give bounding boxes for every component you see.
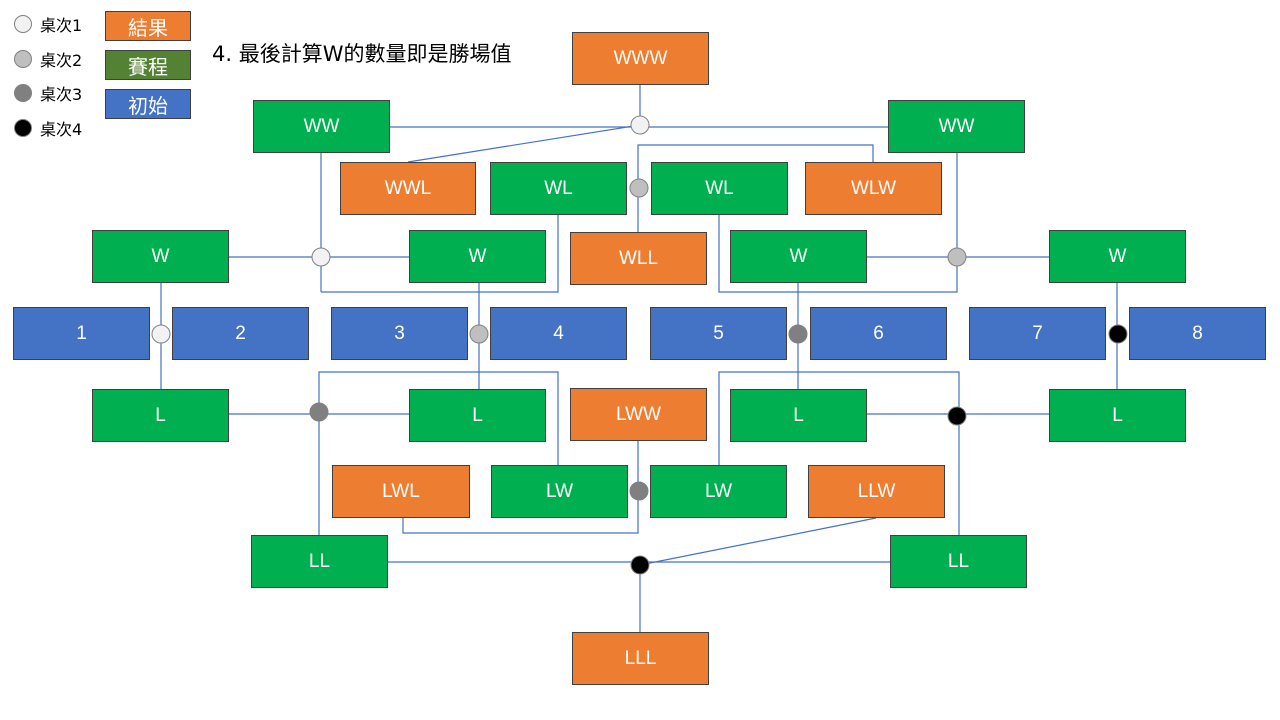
key-result: 結果 (105, 11, 191, 41)
node-ll-right: LL (890, 535, 1027, 588)
node-w-4: W (1049, 230, 1186, 283)
legend-table-2: 桌次2 (14, 47, 82, 71)
node-wll: WLL (570, 232, 707, 285)
node-wl-right: WL (651, 162, 788, 215)
key-initial: 初始 (105, 89, 191, 119)
node-ww-right: WW (888, 100, 1025, 153)
legend-table-4: 桌次4 (14, 116, 82, 140)
node-player-3: 3 (331, 307, 468, 360)
node-w-3: W (730, 230, 867, 283)
circle-icon (14, 119, 32, 137)
legend-label: 桌次4 (40, 120, 83, 139)
node-l-2: L (409, 389, 546, 442)
table-marker (947, 247, 967, 267)
node-l-4: L (1049, 389, 1186, 442)
node-player-5: 5 (650, 307, 787, 360)
node-lwl: LWL (332, 465, 470, 518)
node-wwl: WWL (340, 162, 476, 215)
note-text: 4. 最後計算W的數量即是勝場值 (212, 42, 512, 66)
node-wl-left: WL (490, 162, 627, 215)
circle-icon (14, 84, 32, 102)
node-player-6: 6 (810, 307, 947, 360)
node-lw-right: LW (650, 465, 787, 518)
node-player-2: 2 (172, 307, 309, 360)
table-marker (629, 481, 649, 501)
node-l-3: L (730, 389, 867, 442)
node-lww: LWW (570, 388, 707, 441)
node-l-1: L (92, 389, 229, 442)
node-lll: LLL (572, 632, 709, 685)
circle-icon (14, 15, 32, 33)
table-marker (311, 247, 331, 267)
legend-label: 桌次2 (40, 51, 83, 70)
table-marker (309, 402, 329, 422)
legend-label: 桌次1 (40, 16, 83, 35)
node-player-4: 4 (490, 307, 627, 360)
node-ll-left: LL (251, 535, 388, 588)
node-ww-left: WW (253, 100, 390, 153)
key-schedule: 賽程 (105, 50, 191, 80)
table-marker (630, 555, 650, 575)
node-llw: LLW (808, 465, 945, 518)
legend-table-1: 桌次1 (14, 12, 82, 36)
node-lw-left: LW (491, 465, 628, 518)
table-marker (630, 115, 650, 135)
table-marker (151, 324, 171, 344)
table-marker (947, 406, 967, 426)
table-marker (629, 178, 649, 198)
legend-label: 桌次3 (40, 85, 83, 104)
table-marker (788, 324, 808, 344)
circle-icon (14, 50, 32, 68)
node-w-1: W (92, 230, 229, 283)
node-wlw: WLW (805, 162, 942, 215)
table-marker (469, 324, 489, 344)
node-www: WWW (572, 32, 709, 85)
node-player-8: 8 (1129, 307, 1266, 360)
node-player-1: 1 (13, 307, 150, 360)
node-w-2: W (409, 230, 546, 283)
legend-table-3: 桌次3 (14, 81, 82, 105)
node-player-7: 7 (969, 307, 1106, 360)
table-marker (1108, 324, 1128, 344)
